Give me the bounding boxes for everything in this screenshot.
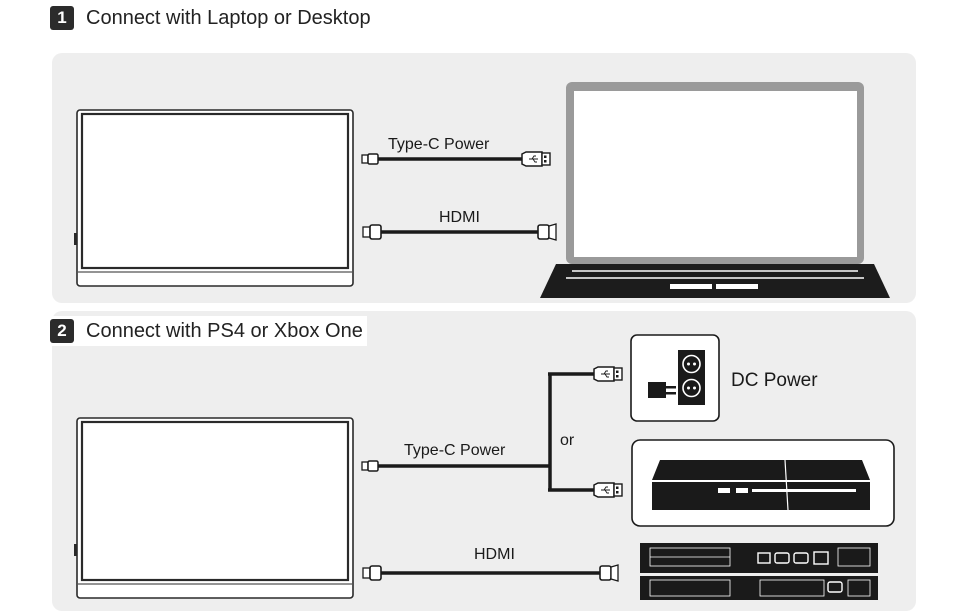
step-2-title: Connect with PS4 or Xbox One: [86, 319, 363, 342]
typec-power-label-2: Type-C Power: [404, 442, 506, 459]
or-label: or: [560, 432, 575, 449]
typec-power-label-1: Type-C Power: [388, 136, 490, 153]
hdmi-cable-2: [362, 564, 619, 582]
portable-monitor-1: [74, 109, 354, 287]
dc-power-adapter-box: [630, 334, 720, 422]
step-1-header: 1 Connect with Laptop or Desktop: [50, 6, 377, 30]
typec-power-cable-2: [361, 366, 623, 498]
step-2-badge: 2: [50, 319, 74, 343]
xbox-one-console: [640, 543, 878, 600]
step-1-badge: 1: [50, 6, 74, 30]
laptop: [540, 82, 890, 298]
dc-power-label: DC Power: [731, 370, 818, 391]
hdmi-label-1: HDMI: [439, 209, 480, 226]
step-1-title: Connect with Laptop or Desktop: [86, 6, 371, 29]
portable-monitor-2: [74, 417, 354, 599]
ps4-console-box: [631, 439, 895, 527]
step-2-header: 2 Connect with PS4 or Xbox One: [50, 316, 367, 346]
typec-power-cable-1: [361, 151, 551, 167]
hdmi-label-2: HDMI: [474, 546, 515, 563]
hdmi-cable-1: [362, 223, 557, 241]
